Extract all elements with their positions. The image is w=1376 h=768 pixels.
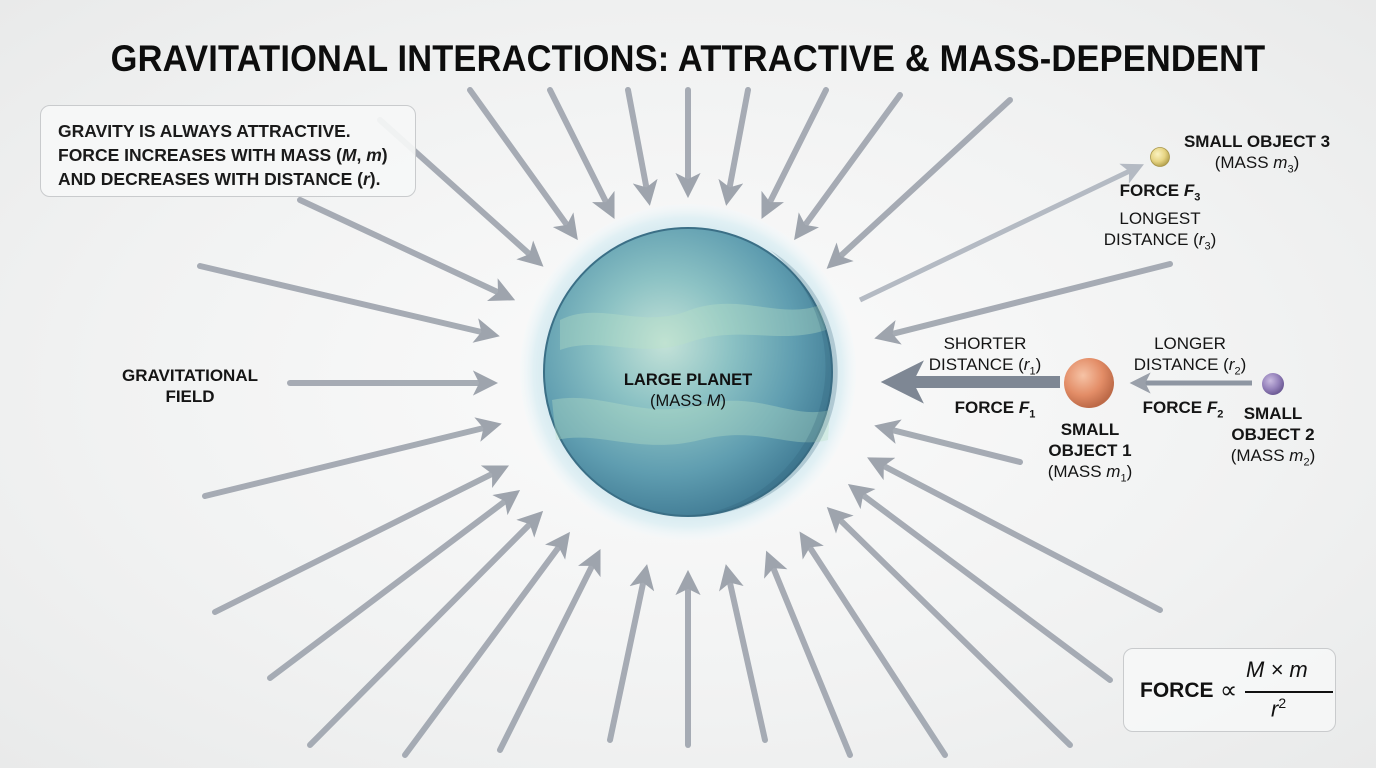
force-arrow-f3 bbox=[858, 163, 1144, 303]
gravitational-field-arrows bbox=[197, 87, 1173, 758]
planet-bands bbox=[552, 303, 830, 445]
fraction-bar bbox=[1245, 691, 1333, 693]
object3-distance-label: LONGEST DISTANCE (r3) bbox=[1103, 209, 1217, 253]
small-object-1-sphere bbox=[1064, 358, 1114, 408]
object3-name-label: SMALL OBJECT 3 (MASS m3) bbox=[1183, 132, 1331, 176]
planet-label: LARGE PLANET (MASS M) bbox=[623, 371, 753, 410]
formula-lhs: FORCE bbox=[1140, 679, 1214, 702]
object1-force-label: FORCE F1 bbox=[954, 398, 1036, 421]
object2-force-label: FORCE F2 bbox=[1142, 398, 1224, 421]
planet-body bbox=[543, 227, 833, 517]
info-line-1: GRAVITY IS ALWAYS ATTRACTIVE. bbox=[58, 121, 351, 141]
object3-force-label: FORCE F3 bbox=[1119, 181, 1201, 204]
gravitational-field-label: GRAVITATIONAL FIELD bbox=[122, 366, 258, 406]
formula-numerator: M × m bbox=[1246, 657, 1308, 682]
info-line-3: AND DECREASES WITH DISTANCE (r). bbox=[58, 169, 381, 189]
object2-name-label: SMALL OBJECT 2 (MASS m2) bbox=[1230, 404, 1316, 469]
formula-box: FORCE ∝ M × m r2 bbox=[1123, 648, 1336, 732]
page-title: GRAVITATIONAL INTERACTIONS: ATTRACTIVE &… bbox=[110, 38, 1266, 79]
info-line-2: FORCE INCREASES WITH MASS (M, m) bbox=[58, 145, 388, 165]
object2-distance-label: LONGER DISTANCE (r2) bbox=[1133, 334, 1247, 378]
small-object-3-sphere bbox=[1150, 147, 1170, 167]
small-object-2-sphere bbox=[1262, 373, 1284, 395]
object1-distance-label: SHORTER DISTANCE (r1) bbox=[928, 334, 1042, 378]
info-box: GRAVITY IS ALWAYS ATTRACTIVE. FORCE INCR… bbox=[40, 105, 416, 197]
object1-name-label: SMALL OBJECT 1 (MASS m1) bbox=[1047, 420, 1133, 485]
formula-denominator: r2 bbox=[1271, 695, 1287, 722]
proportional-symbol: ∝ bbox=[1220, 677, 1238, 704]
